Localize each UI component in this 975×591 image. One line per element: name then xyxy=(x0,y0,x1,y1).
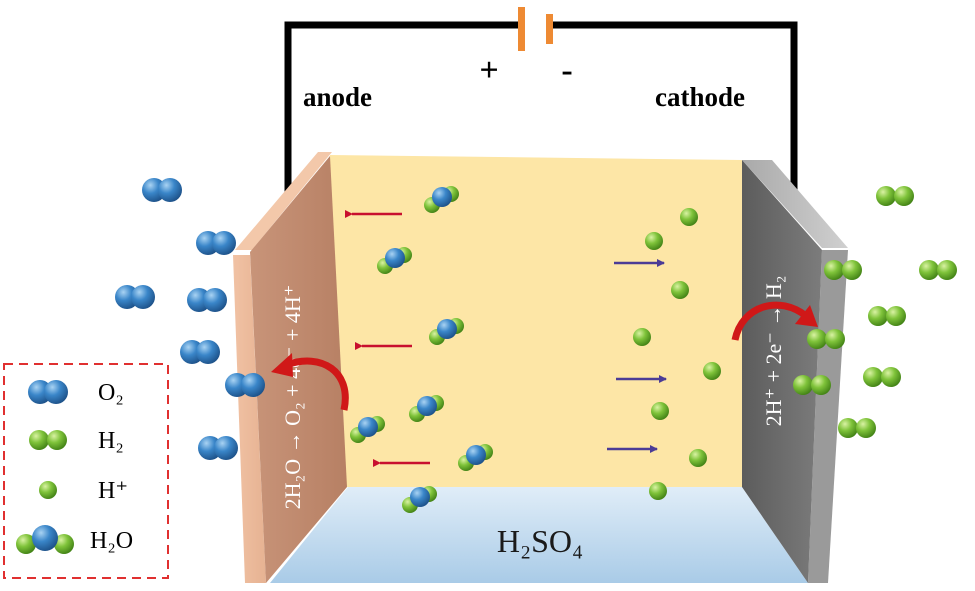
h2-molecule xyxy=(793,375,831,395)
h2-molecule xyxy=(876,186,914,206)
cathode-curved-arrow xyxy=(731,301,818,341)
hplus-ion xyxy=(649,482,667,500)
flow-arrows-left xyxy=(345,210,430,467)
o2-molecule xyxy=(115,285,155,309)
h2-molecule xyxy=(868,306,906,326)
anode-reaction: 2H₂O → O₂ + 4e⁻ + 4H⁺ xyxy=(280,285,305,510)
o2-molecule xyxy=(198,436,238,460)
legend-hplus-symbol xyxy=(39,481,57,499)
h2-molecule xyxy=(838,418,876,438)
legend-label-hplus: H⁺ xyxy=(98,478,128,504)
h2o-molecule xyxy=(429,318,464,345)
hplus-ion xyxy=(703,362,721,380)
hplus-ion xyxy=(645,232,663,250)
legend-label-h2o: H₂O xyxy=(90,528,133,554)
anode-label: anode xyxy=(303,82,372,112)
o2-molecule xyxy=(187,288,227,312)
hplus-ion xyxy=(689,449,707,467)
legend-label-o2: O₂ xyxy=(98,380,124,406)
legend: O₂ H₂ H⁺ H₂O xyxy=(3,363,169,579)
hplus-ion xyxy=(680,208,698,226)
h2-molecule xyxy=(863,367,901,387)
minus-sign: - xyxy=(561,52,572,89)
electrolyte-label: H₂SO₄ xyxy=(497,523,583,559)
h2o-molecule xyxy=(458,444,493,471)
hplus-ion xyxy=(633,328,651,346)
h2o-molecule xyxy=(377,247,412,274)
cathode-reaction: 2H⁺ + 2e⁻ → H₂ xyxy=(761,276,786,427)
legend-label-h2: H₂ xyxy=(98,428,124,454)
battery-icon xyxy=(518,7,553,51)
h2o-molecule xyxy=(424,186,459,213)
anode-curved-arrow xyxy=(271,353,349,411)
h2-molecule xyxy=(824,260,862,280)
legend-h2o-symbol xyxy=(16,525,74,554)
hplus-ion xyxy=(671,281,689,299)
h2o-molecule xyxy=(402,486,437,513)
o2-molecule xyxy=(225,373,265,397)
o2-molecule xyxy=(180,340,220,364)
flow-arrows-right xyxy=(607,259,667,453)
cathode-label: cathode xyxy=(655,82,745,112)
h2o-molecule xyxy=(409,395,444,422)
electrolyte-blue xyxy=(270,487,808,583)
hplus-ion xyxy=(651,402,669,420)
h2-molecule xyxy=(807,329,845,349)
anode-plate xyxy=(233,152,347,583)
molecules xyxy=(115,178,957,513)
h2o-molecule xyxy=(350,416,385,443)
o2-molecule xyxy=(196,231,236,255)
o2-molecule xyxy=(142,178,182,202)
circuit-wire xyxy=(284,21,798,192)
plus-sign: + xyxy=(479,52,498,89)
legend-h2-symbol xyxy=(29,430,67,450)
legend-o2-symbol xyxy=(28,380,68,404)
electrolyte-yellow xyxy=(330,155,742,487)
h2-molecule xyxy=(919,260,957,280)
